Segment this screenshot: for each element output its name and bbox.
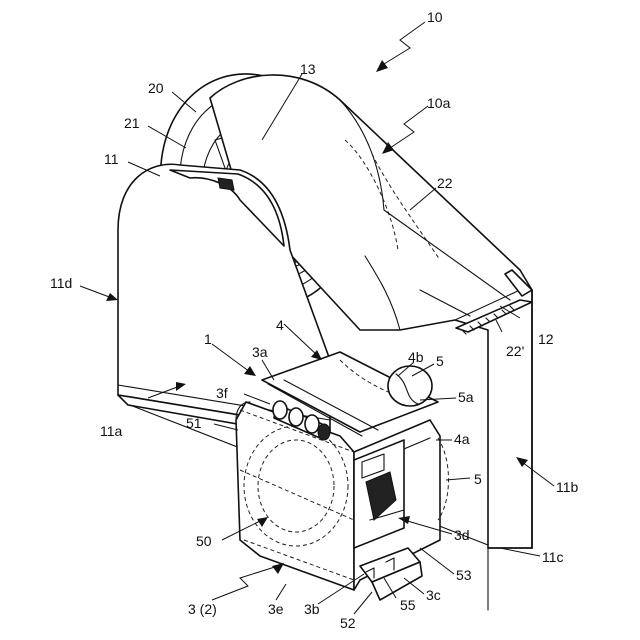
label-11c: 11c	[542, 549, 564, 565]
label-50: 50	[196, 533, 212, 549]
label-4b: 4b	[408, 349, 424, 365]
label-55: 55	[400, 597, 416, 613]
label-12: 12	[538, 331, 554, 347]
label-13: 13	[300, 61, 316, 77]
label-5a: 5a	[458, 389, 474, 405]
label-52: 52	[340, 615, 356, 631]
label-20: 20	[148, 80, 164, 96]
label-4: 4	[276, 317, 284, 333]
label-21: 21	[124, 115, 140, 131]
label-11b: 11b	[556, 479, 579, 495]
label-3d: 3d	[454, 527, 470, 543]
label-3e: 3e	[268, 601, 284, 617]
label-11d: 11d	[50, 275, 72, 291]
label-10: 10	[427, 9, 443, 25]
label-53: 53	[456, 567, 472, 583]
cutter-window-3d	[354, 440, 404, 548]
label-11: 11	[104, 151, 119, 167]
label-1: 1	[204, 331, 212, 347]
label-3-2: 3 (2)	[188, 601, 217, 617]
label-3b: 3b	[304, 601, 320, 617]
tape-cartridge	[236, 401, 449, 600]
label-5-side: 5	[474, 471, 482, 487]
label-22-prime: 22'	[506, 343, 524, 359]
label-3c: 3c	[426, 587, 441, 603]
label-4a: 4a	[454, 431, 470, 447]
label-3a: 3a	[252, 344, 268, 360]
label-11a: 11a	[100, 423, 123, 439]
label-51: 51	[186, 415, 202, 431]
label-10a: 10a	[427, 95, 451, 111]
label-3f: 3f	[216, 385, 228, 401]
label-5-top: 5	[436, 353, 444, 369]
label-22: 22	[437, 175, 453, 191]
